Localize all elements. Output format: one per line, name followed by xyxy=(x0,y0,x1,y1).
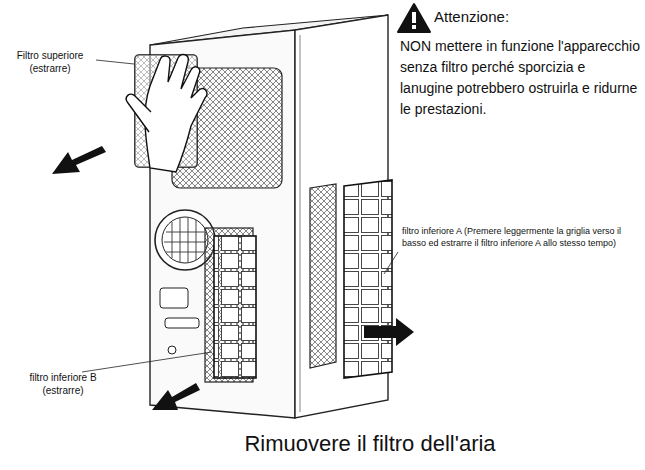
pull-arrow xyxy=(152,383,200,410)
warning-icon-mark xyxy=(412,12,416,23)
caption: Rimuovere il filtro dell'aria xyxy=(170,430,570,459)
pull-arrow xyxy=(364,318,414,346)
warning-icon-dot xyxy=(412,25,416,29)
drain xyxy=(165,318,199,328)
hose-port-grid xyxy=(164,218,206,262)
hand xyxy=(145,55,207,172)
leader-line xyxy=(96,60,134,64)
side-grille xyxy=(310,184,336,368)
part-label: Filtro superiore (estrarre) xyxy=(2,50,98,75)
warning-note-box: NON mettere in funzione l'apparecchio se… xyxy=(400,36,641,120)
hose-port-inner xyxy=(162,217,208,263)
part-label-box: Filtro superiore (estrarre) xyxy=(2,50,98,75)
warning-heading: Attenzione: xyxy=(434,8,634,26)
leader-line xyxy=(384,252,398,274)
part-label-box: filtro inferiore A (Premere leggermente … xyxy=(402,226,640,249)
warning-heading-box: Attenzione: xyxy=(434,8,634,26)
leader-line xyxy=(82,352,212,372)
lower-filter-b xyxy=(214,236,256,378)
caption-box: Rimuovere il filtro dell'aria xyxy=(170,430,570,459)
lower-filter-a xyxy=(344,180,392,378)
part-label-box: filtro inferiore B (estrarre) xyxy=(8,372,118,397)
part-label: filtro inferiore B (estrarre) xyxy=(8,372,118,397)
drain-plug xyxy=(168,346,176,354)
warning-icon xyxy=(398,4,430,32)
edge-line xyxy=(300,35,301,412)
pull-arrow xyxy=(52,146,106,174)
hand-thumb xyxy=(126,94,151,132)
warning-note: NON mettere in funzione l'apparecchio se… xyxy=(400,36,641,120)
part-label: filtro inferiore A (Premere leggermente … xyxy=(402,226,640,249)
outlet xyxy=(160,288,188,308)
